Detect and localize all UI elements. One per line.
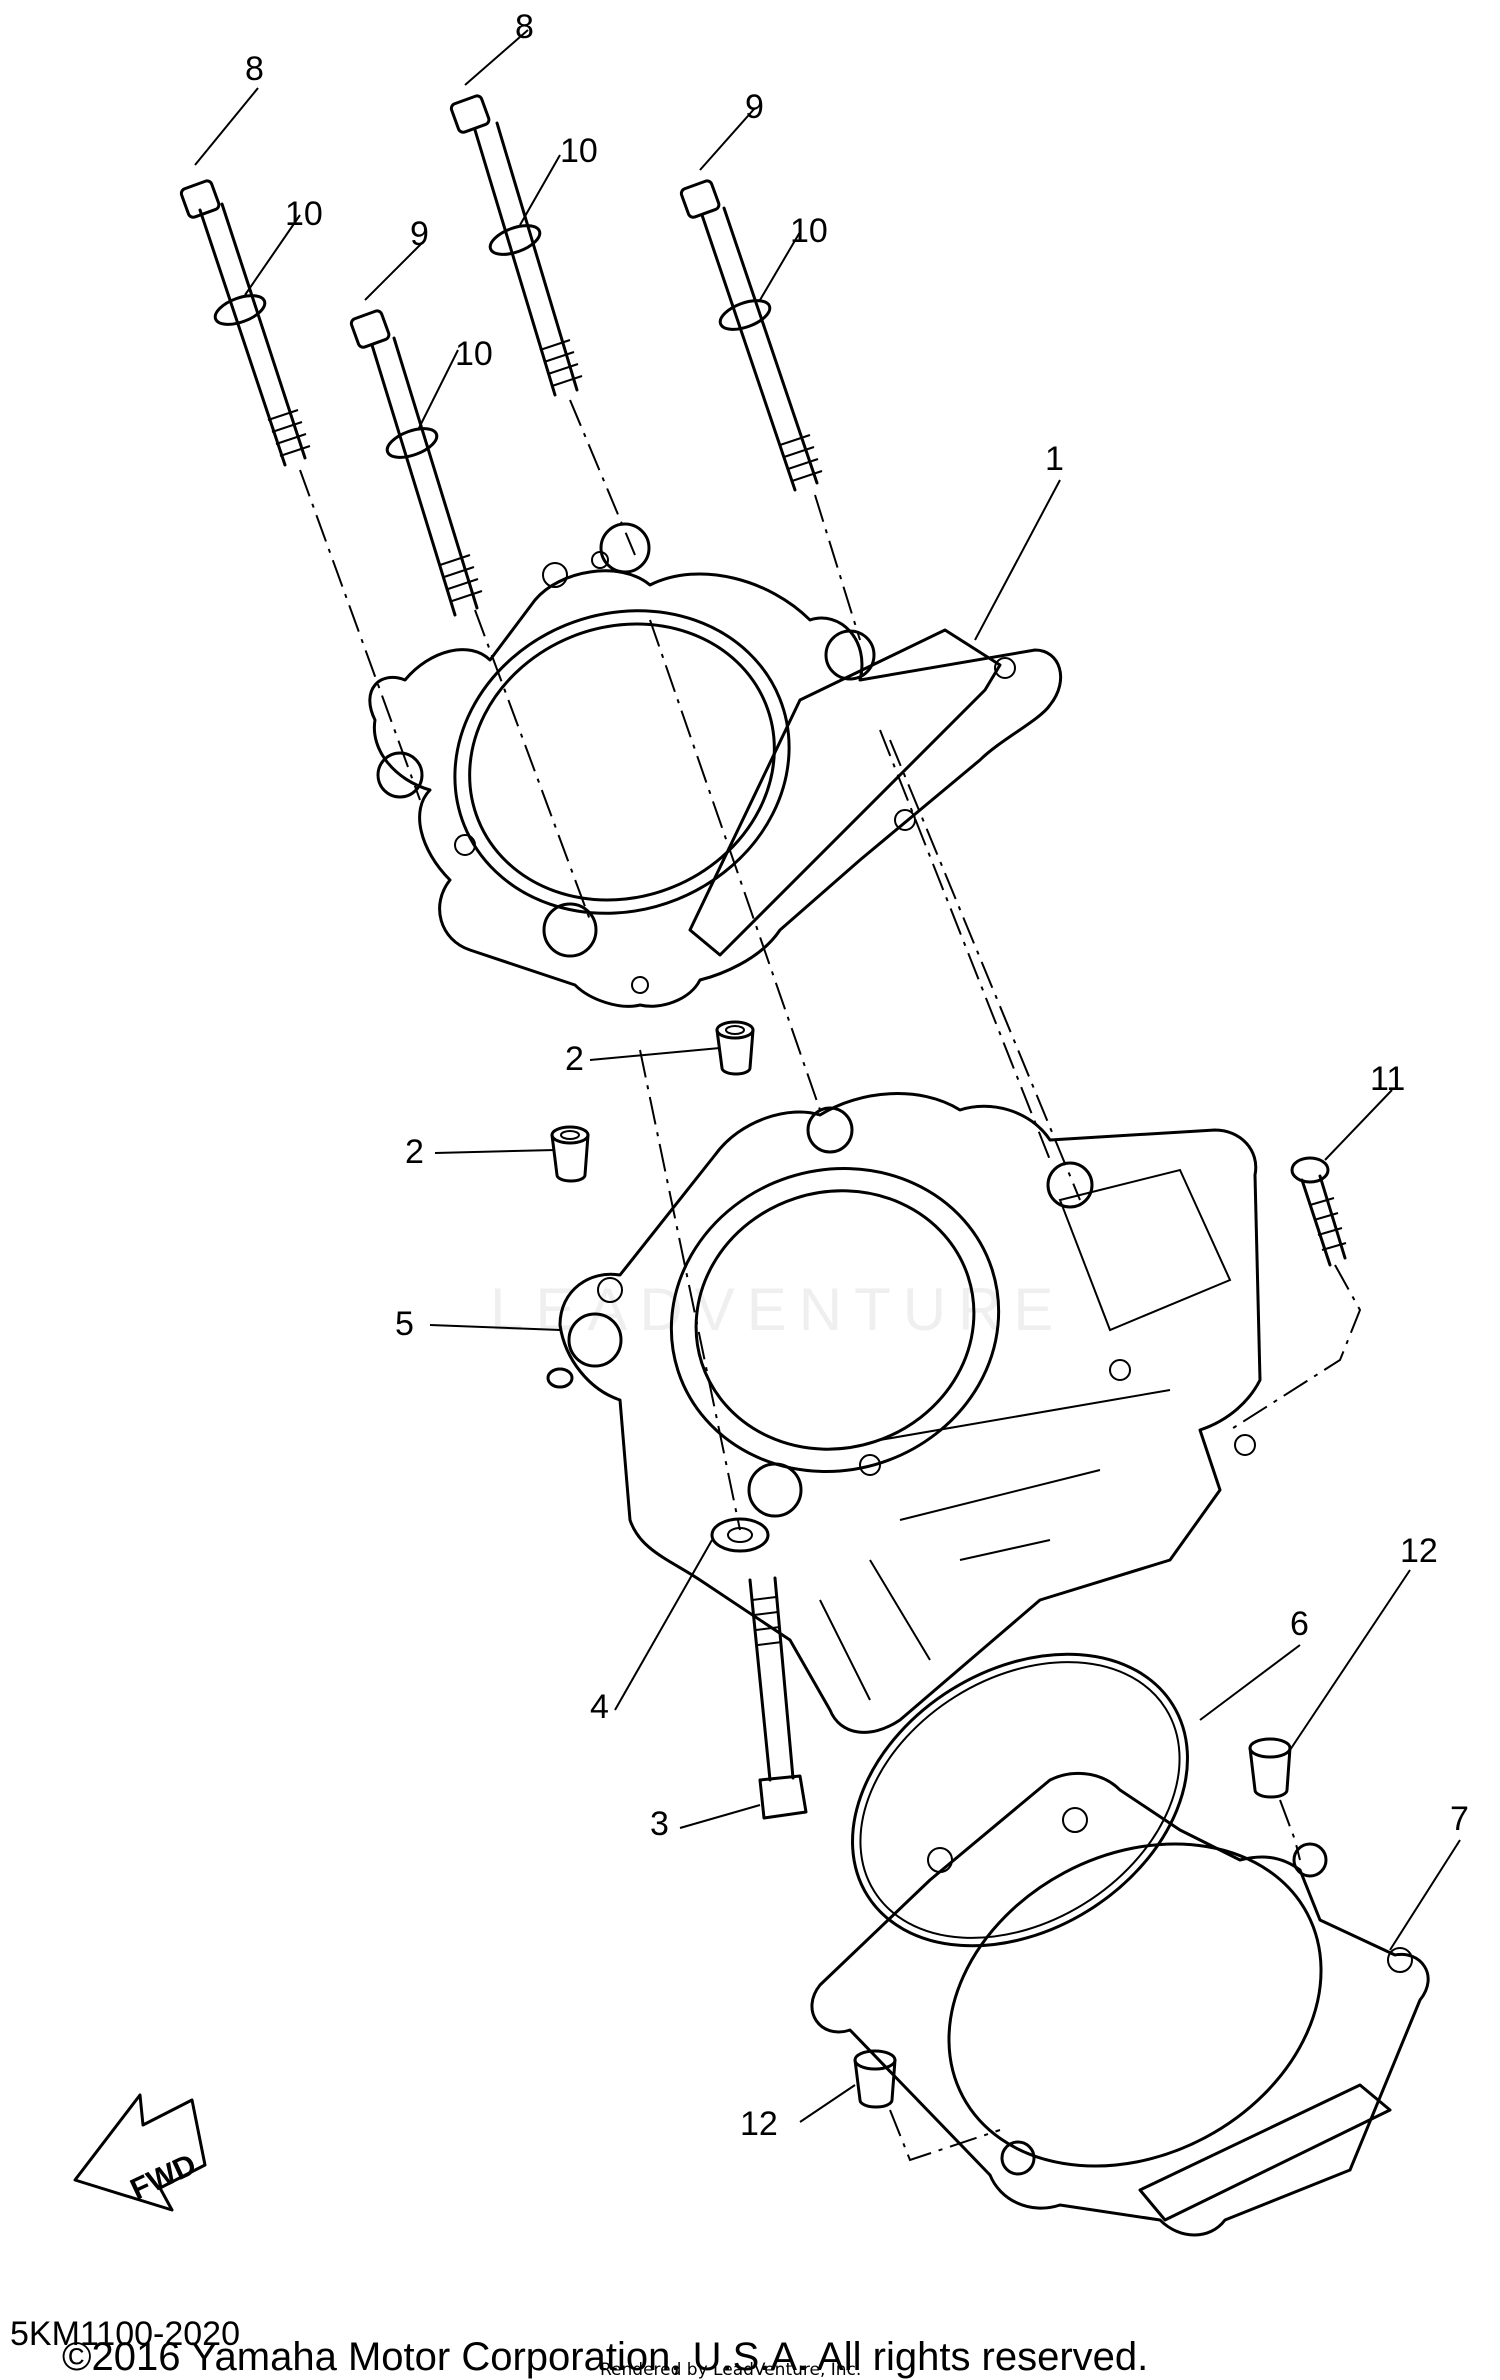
callout-11: 11 [1370, 1060, 1405, 1098]
callout-10-center: 10 [560, 132, 598, 170]
dowel-pin-12-lower [853, 2049, 1001, 2162]
rendered-by-credit: Rendered by LeadVenture, Inc. [600, 2360, 862, 2380]
dowel-pin-12-upper [1248, 1737, 1301, 1861]
cylinder-head-gasket [368, 522, 1063, 1008]
callout-7: 7 [1450, 1800, 1469, 1838]
washer-4 [710, 1517, 770, 1553]
callout-9-right: 9 [745, 88, 764, 126]
callout-12-lower: 12 [740, 2105, 778, 2143]
o-ring [851, 1652, 1189, 1948]
callout-3: 3 [650, 1805, 669, 1843]
dowel-pin-lower [550, 1125, 590, 1183]
dowel-pin-upper [715, 1020, 755, 1076]
watermark: LEADVENTURE [490, 1276, 1065, 1343]
callout-12-upper: 12 [1400, 1532, 1438, 1570]
callout-6: 6 [1290, 1605, 1309, 1643]
bolt-3 [748, 1576, 808, 1820]
cylinder-base-gasket [810, 1771, 1430, 2237]
callout-8-center: 8 [515, 8, 534, 46]
bolt-8-left [179, 179, 311, 467]
leader-lines [194, 29, 1461, 2123]
callout-4: 4 [590, 1688, 609, 1726]
alignment-lines [299, 399, 1081, 1531]
callout-8-left: 8 [245, 50, 264, 88]
callout-10-right: 10 [790, 212, 828, 250]
cylinder-block [546, 1092, 1262, 1734]
callout-2-upper: 2 [565, 1040, 584, 1078]
screw-11 [1229, 1156, 1362, 1431]
callout-10-lower: 10 [455, 335, 493, 373]
callout-9-left: 9 [410, 215, 429, 253]
callout-2-lower: 2 [405, 1133, 424, 1171]
bolt-9-left [349, 309, 483, 617]
fwd-arrow: FWD [73, 2093, 207, 2212]
callout-10-left: 10 [285, 195, 323, 233]
bolt-9-right [679, 179, 823, 492]
bolt-8-center [449, 94, 583, 397]
callout-1: 1 [1045, 440, 1064, 478]
callout-5: 5 [395, 1305, 414, 1343]
diagram-code: 5KM1100-2020 [10, 2315, 240, 2353]
fwd-label: FWD [126, 2148, 202, 2207]
